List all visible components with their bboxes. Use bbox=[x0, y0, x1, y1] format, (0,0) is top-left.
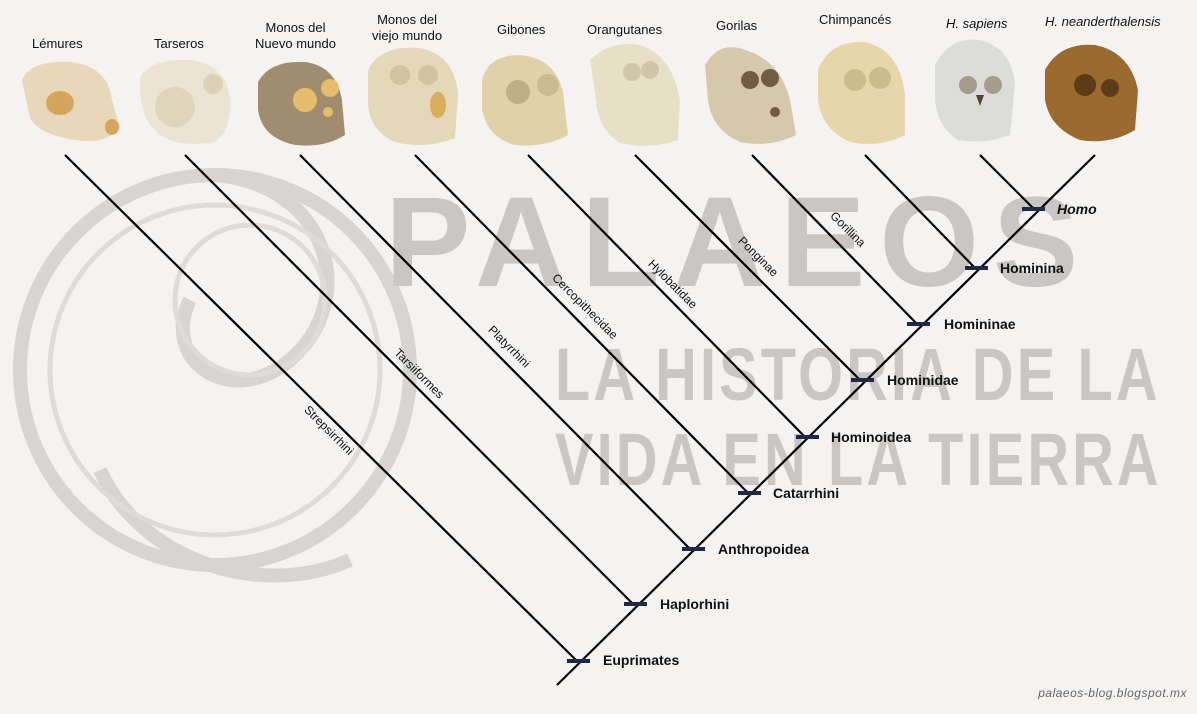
spine-branch bbox=[556, 154, 1096, 686]
taxon-label-lemures: Lémures bbox=[32, 36, 83, 51]
taxon-label-chimpances: Chimpancés bbox=[819, 12, 892, 27]
skull-gibbon bbox=[482, 55, 568, 146]
branch-lemures bbox=[64, 154, 578, 662]
node-label-hominoidea: Hominoidea bbox=[831, 429, 912, 445]
branch-chimpances bbox=[864, 154, 976, 269]
node-label-catarrhini: Catarrhini bbox=[773, 485, 840, 501]
node-label-homininae: Homininae bbox=[944, 316, 1016, 332]
node-label-haplorhini: Haplorhini bbox=[660, 596, 730, 612]
branch-old-world bbox=[414, 154, 749, 494]
taxon-label-line: Monos del bbox=[377, 12, 438, 27]
node-label-euprimates: Euprimates bbox=[603, 652, 680, 668]
node-label-anthropoidea: Anthropoidea bbox=[718, 541, 809, 557]
branch-orangutanes bbox=[634, 154, 861, 381]
skull-gorilla bbox=[705, 47, 796, 144]
taxon-label-line: Monos del bbox=[265, 20, 326, 35]
skull-new-world-monkey bbox=[258, 61, 345, 146]
skull-h-neanderthalensis bbox=[1045, 44, 1138, 142]
skull-tarsier bbox=[139, 59, 231, 144]
taxon-label-gibones: Gibones bbox=[497, 22, 546, 37]
branch-sapiens bbox=[979, 154, 1035, 210]
node-label-hominidae: Hominidae bbox=[887, 372, 959, 388]
node-label-homo: Homo bbox=[1057, 201, 1097, 217]
taxon-label-h-neanderthalensis: H. neanderthalensis bbox=[1045, 14, 1161, 29]
taxon-label-orangutanes: Orangutanes bbox=[587, 22, 663, 37]
taxon-label-gorilas: Gorilas bbox=[716, 18, 758, 33]
skull-h-sapiens bbox=[935, 39, 1015, 142]
branch-gorilas bbox=[751, 154, 918, 325]
footer-url: palaeos-blog.blogspot.mx bbox=[1038, 686, 1187, 700]
branch-gibones bbox=[527, 154, 806, 438]
branch-tarseros bbox=[184, 154, 634, 605]
taxon-label-line: viejo mundo bbox=[372, 28, 443, 43]
taxon-label-h-sapiens: H. sapiens bbox=[946, 16, 1008, 31]
node-label-hominina: Hominina bbox=[1000, 260, 1064, 276]
skull-lemur bbox=[22, 61, 120, 142]
taxon-label-tarseros: Tarseros bbox=[154, 36, 204, 51]
skull-old-world-monkey bbox=[368, 47, 458, 146]
watermark-line1: LA HISTORIA DE LA bbox=[555, 333, 1161, 416]
branch-new-world bbox=[299, 154, 691, 550]
skull-chimpanzee bbox=[818, 41, 905, 144]
taxon-label-line: Nuevo mundo bbox=[255, 36, 336, 51]
watermark-line2: VIDA EN LA TIERRA bbox=[555, 418, 1162, 501]
skull-orangutan bbox=[590, 44, 680, 146]
